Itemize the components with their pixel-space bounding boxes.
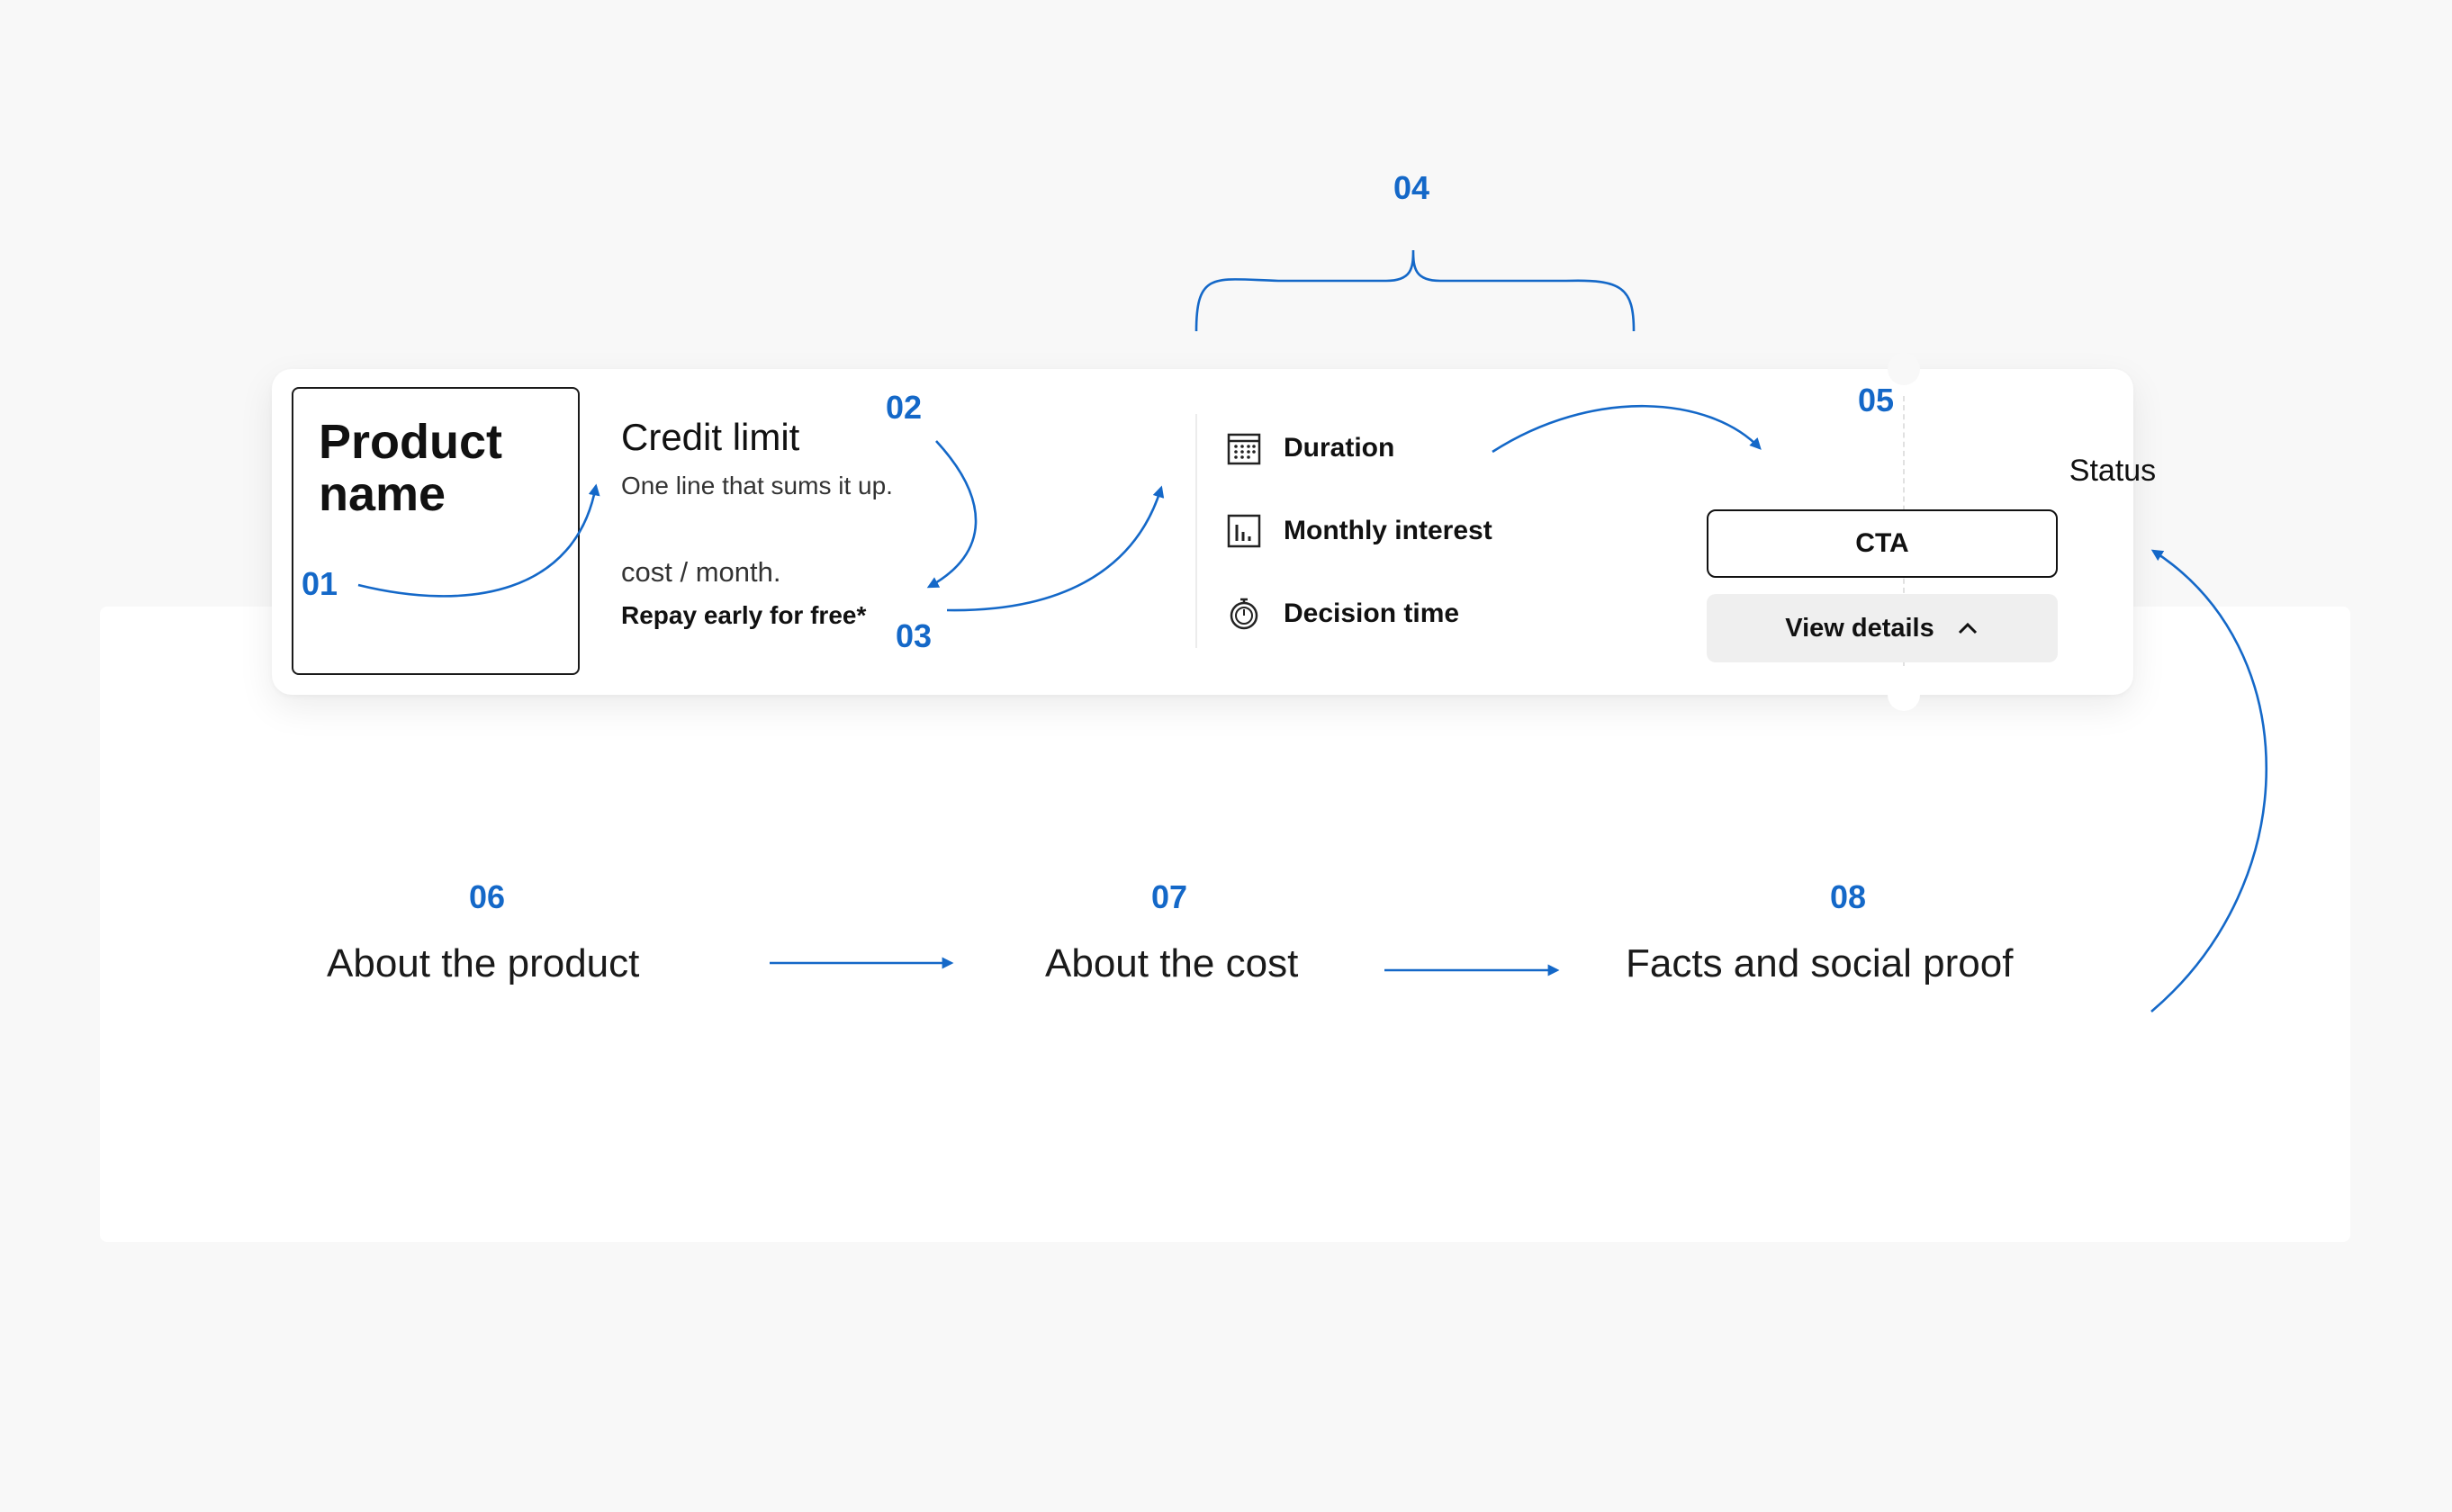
stopwatch-icon — [1226, 596, 1262, 632]
marker-08: 08 — [1830, 878, 1867, 915]
marker-06: 06 — [469, 878, 506, 915]
chevron-up-icon — [1956, 620, 1979, 636]
caption-facts-social-proof: Facts and social proof — [1626, 941, 2014, 986]
repay-early-note: Repay early for free* — [621, 601, 867, 629]
credit-subtitle: One line that sums it up. — [621, 472, 893, 500]
feature-label: Decision time — [1284, 598, 1460, 628]
brace-04 — [1194, 249, 1636, 332]
credit-limit-title: Credit limit — [621, 416, 800, 458]
product-name-box: Product name — [292, 387, 580, 675]
view-details-label: View details — [1785, 613, 1934, 643]
view-details-button[interactable]: View details — [1707, 594, 2058, 662]
feature-label: Monthly interest — [1284, 516, 1492, 545]
marker-01: 01 — [302, 565, 338, 602]
marker-05: 05 — [1858, 382, 1895, 418]
cta-button[interactable]: CTA — [1707, 509, 2058, 578]
ticket-notch-top — [1888, 353, 1920, 385]
caption-about-cost: About the cost — [1045, 941, 1299, 986]
marker-07: 07 — [1151, 878, 1188, 915]
content-panel — [100, 607, 2350, 1242]
bar-chart-icon — [1226, 513, 1262, 549]
product-card: Product name Credit limit One line that … — [272, 353, 2156, 711]
feature-duration: Duration — [1226, 430, 1394, 466]
marker-04: 04 — [1393, 169, 1430, 206]
feature-monthly-interest: Monthly interest — [1226, 513, 1492, 549]
caption-about-product: About the product — [327, 941, 640, 986]
feature-decision-time: Decision time — [1226, 596, 1459, 632]
ticket-notch-bottom — [1888, 679, 1920, 711]
status-label: Status — [2069, 454, 2157, 488]
feature-label: Duration — [1284, 433, 1395, 463]
marker-03: 03 — [896, 617, 933, 654]
marker-02: 02 — [886, 389, 923, 426]
cost-per-month: cost / month. — [621, 556, 781, 588]
calendar-icon — [1226, 430, 1262, 466]
section-divider — [1195, 414, 1197, 648]
product-name: Product name — [319, 415, 503, 521]
